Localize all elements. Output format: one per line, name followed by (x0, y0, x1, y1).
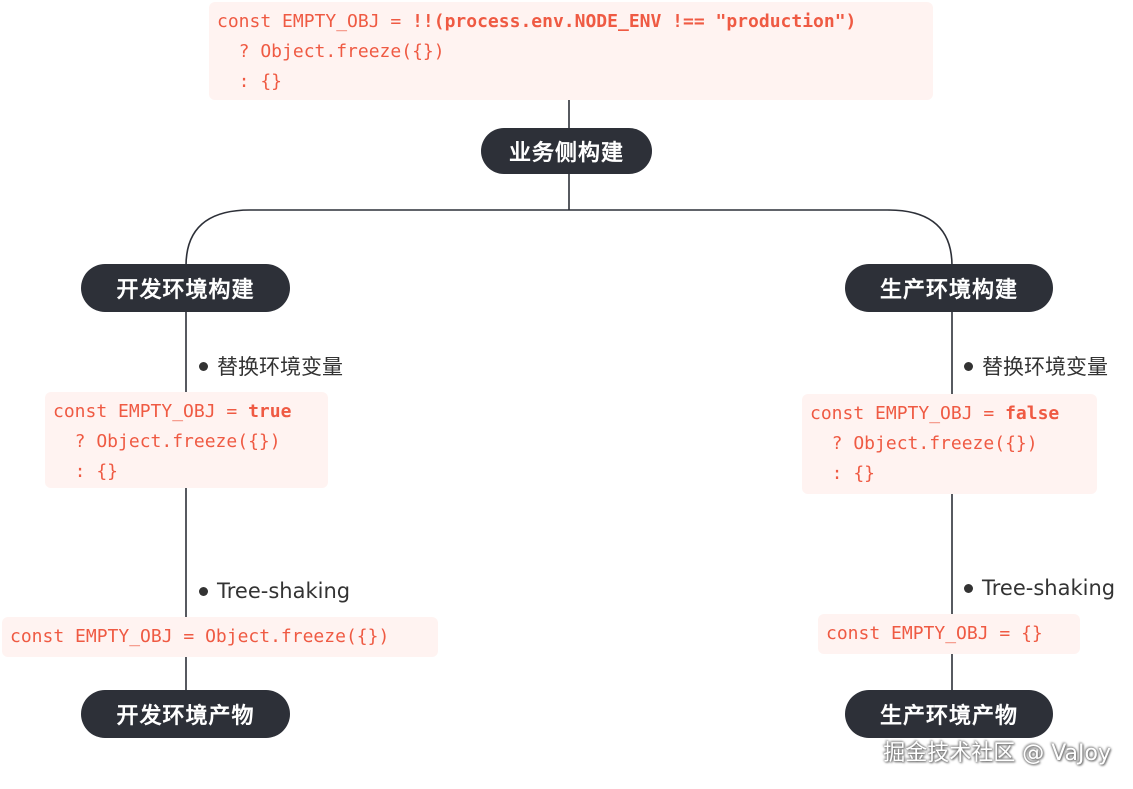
bullet-dot-icon (964, 583, 973, 593)
prod-tree-shaking-label: Tree-shaking (982, 576, 1116, 600)
code-line: const EMPTY_OBJ = false (810, 399, 1089, 429)
dev-replace-env-step: 替换环境变量 (199, 352, 343, 380)
prod-output-node: 生产环境产物 (845, 690, 1053, 738)
code-highlight: true (248, 401, 292, 422)
bullet-dot-icon (199, 586, 208, 596)
bullet-dot-icon (964, 361, 973, 371)
code-text: ? Object.freeze({}) (810, 433, 1038, 454)
code-highlight: false (1005, 403, 1060, 424)
code-text: : {} (53, 461, 119, 482)
code-line: ? Object.freeze({}) (53, 427, 320, 457)
dev-tree-shaking-label: Tree-shaking (217, 579, 351, 603)
code-text: const EMPTY_OBJ = Object.freeze({}) (10, 626, 390, 647)
connector-branch-right (569, 209, 953, 267)
dev-code-after-shaking: const EMPTY_OBJ = Object.freeze({}) (2, 617, 438, 657)
code-line: const EMPTY_OBJ = Object.freeze({}) (10, 622, 430, 652)
code-line: ? Object.freeze({}) (217, 37, 925, 67)
code-highlight: !!(process.env.NODE_ENV !== "production"… (412, 11, 857, 32)
watermark: 掘金技术社区 @ VaJoy (883, 741, 1111, 766)
code-text: : {} (217, 71, 283, 92)
prod-tree-shaking-step: Tree-shaking (964, 574, 1115, 602)
code-line: : {} (217, 67, 925, 97)
source-code-block: const EMPTY_OBJ = !!(process.env.NODE_EN… (209, 2, 933, 100)
prod-replace-env-step: 替换环境变量 (964, 352, 1108, 380)
code-text: const EMPTY_OBJ = (217, 11, 413, 32)
code-line: const EMPTY_OBJ = true (53, 397, 320, 427)
code-line: : {} (810, 459, 1089, 489)
prod-code-after-replace: const EMPTY_OBJ = false ? Object.freeze(… (802, 394, 1097, 494)
code-line: const EMPTY_OBJ = !!(process.env.NODE_EN… (217, 7, 925, 37)
connector-branch-left (185, 209, 569, 267)
dev-output-node: 开发环境产物 (81, 690, 290, 738)
code-text: const EMPTY_OBJ = {} (826, 623, 1043, 644)
code-text: : {} (810, 463, 876, 484)
dev-code-after-replace: const EMPTY_OBJ = true ? Object.freeze({… (45, 392, 328, 488)
code-line: : {} (53, 457, 320, 487)
bullet-dot-icon (199, 361, 208, 371)
code-text: ? Object.freeze({}) (53, 431, 281, 452)
prod-code-after-shaking: const EMPTY_OBJ = {} (818, 614, 1080, 654)
code-line: ? Object.freeze({}) (810, 429, 1089, 459)
dev-build-node: 开发环境构建 (81, 264, 290, 312)
code-line: const EMPTY_OBJ = {} (826, 619, 1072, 649)
dev-tree-shaking-step: Tree-shaking (199, 577, 350, 605)
code-text: const EMPTY_OBJ = (53, 401, 249, 422)
prod-replace-env-label: 替换环境变量 (982, 355, 1108, 379)
prod-build-node: 生产环境构建 (845, 264, 1053, 312)
code-text: const EMPTY_OBJ = (810, 403, 1006, 424)
dev-replace-env-label: 替换环境变量 (217, 355, 343, 379)
code-text: ? Object.freeze({}) (217, 41, 445, 62)
business-build-node: 业务侧构建 (481, 128, 652, 174)
